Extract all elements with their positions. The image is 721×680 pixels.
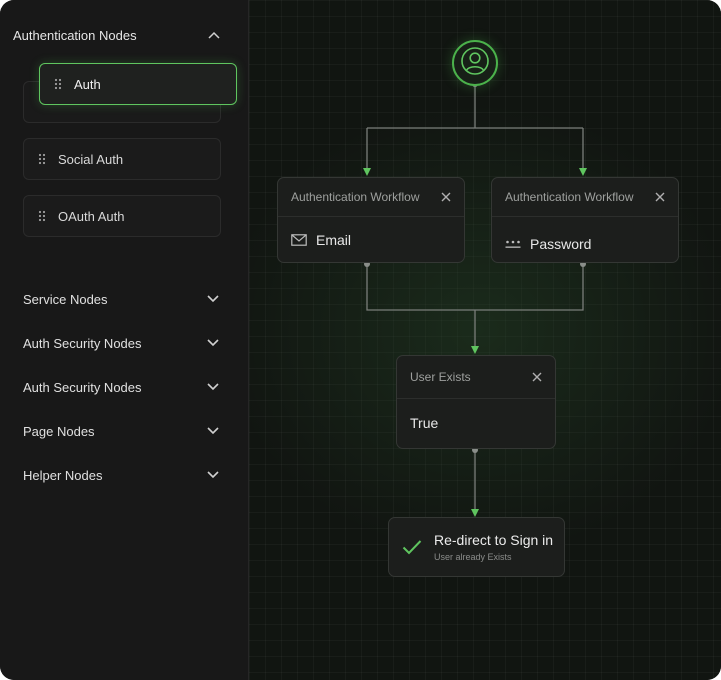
node-value: True [410, 415, 439, 431]
node-user-exists[interactable]: User Exists True [396, 355, 556, 449]
check-icon [402, 539, 422, 555]
connector-merge [366, 264, 584, 348]
category-label: Auth Security Nodes [23, 379, 142, 395]
category-page-nodes[interactable]: Page Nodes [23, 421, 221, 441]
user-icon [460, 46, 490, 81]
chevron-down-icon[interactable] [205, 335, 221, 351]
drag-handle-icon[interactable] [38, 210, 48, 222]
arrow-email [363, 168, 371, 176]
drag-handle-icon[interactable] [54, 78, 64, 90]
node-title: Authentication Workflow [505, 190, 634, 204]
item-label: Auth [74, 76, 101, 92]
category-helper-nodes[interactable]: Helper Nodes [23, 465, 221, 485]
category-label: Auth Security Nodes [23, 335, 142, 351]
section-title: Authentication Nodes [13, 27, 137, 43]
mail-icon [291, 234, 307, 246]
node-redirect-sign-in[interactable]: Re-direct to Sign in User already Exists [388, 517, 565, 577]
chevron-down-icon[interactable] [205, 467, 221, 483]
node-email[interactable]: Authentication Workflow Email [277, 177, 465, 263]
node-header: User Exists [397, 356, 555, 399]
authentication-nodes-header[interactable]: Authentication Nodes [13, 24, 222, 46]
node-body: Password [492, 217, 678, 267]
node-value: Password [530, 236, 592, 252]
flow-canvas[interactable]: Authentication Workflow Email Authentica… [249, 0, 721, 680]
final-text: Re-direct to Sign in User already Exists [434, 532, 553, 562]
node-value: Email [316, 232, 352, 248]
sidebar-item-auth-dragging[interactable]: Auth [39, 63, 237, 105]
category-label: Page Nodes [23, 423, 95, 439]
node-header: Authentication Workflow [492, 178, 678, 217]
node-header: Authentication Workflow [278, 178, 464, 217]
close-icon[interactable] [654, 191, 666, 203]
item-label: OAuth Auth [58, 208, 125, 224]
sidebar-item-oauth-auth[interactable]: OAuth Auth [23, 195, 221, 237]
chevron-down-icon[interactable] [205, 423, 221, 439]
password-icon [505, 239, 521, 249]
arrow-final [471, 509, 479, 517]
chevron-up-icon[interactable] [206, 27, 222, 43]
arrow-password [579, 168, 587, 176]
connection-lines [363, 81, 587, 517]
node-body: Email [278, 217, 464, 263]
node-body: True [397, 399, 555, 447]
final-subtitle: User already Exists [434, 552, 512, 562]
node-title: Authentication Workflow [291, 190, 420, 204]
close-icon[interactable] [440, 191, 452, 203]
start-node[interactable] [452, 40, 498, 86]
chevron-down-icon[interactable] [205, 291, 221, 307]
close-icon[interactable] [531, 371, 543, 383]
category-service-nodes[interactable]: Service Nodes [23, 289, 221, 309]
node-title: User Exists [410, 370, 471, 384]
category-auth-security-nodes-2[interactable]: Auth Security Nodes [23, 377, 221, 397]
item-label: Social Auth [58, 151, 124, 167]
node-password[interactable]: Authentication Workflow Password [491, 177, 679, 263]
arrow-user-exists [471, 346, 479, 354]
chevron-down-icon[interactable] [205, 379, 221, 395]
final-title: Re-direct to Sign in [434, 532, 554, 548]
sidebar-item-social-auth[interactable]: Social Auth [23, 138, 221, 180]
category-label: Service Nodes [23, 291, 108, 307]
drag-handle-icon[interactable] [38, 153, 48, 165]
connector-start [366, 84, 584, 170]
category-auth-security-nodes[interactable]: Auth Security Nodes [23, 333, 221, 353]
node-palette-sidebar: Authentication Nodes Social Auth OAuth A… [0, 0, 249, 680]
category-label: Helper Nodes [23, 467, 103, 483]
